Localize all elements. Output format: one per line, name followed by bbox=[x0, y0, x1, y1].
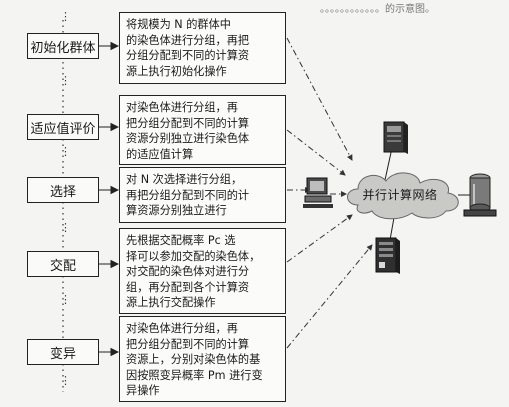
desc-line: 组，再分配到各个计算资 bbox=[126, 280, 250, 294]
desc-mutation: 对染色体进行分组，再 把分组分配到不同的计算 资源上，分别对染色体的基 因按照变… bbox=[119, 316, 286, 402]
step-fitness: 适应值评价 bbox=[27, 114, 99, 140]
desc-line: 再把分组分配到不同的计 bbox=[126, 188, 250, 202]
desc-line: 把分组分配到不同的计算 bbox=[126, 337, 250, 351]
desc-crossover: 先根据交配概率 Pc 选 择可以参加交配的染色体， 对交配的染色体对进行分 组，… bbox=[119, 228, 286, 314]
ellipsis-1: ⋮ bbox=[60, 74, 71, 87]
desc-initialize: 将规模为 N 的群体中 的染色体进行分组，再把 分组分配到不同的计算资 源上执行… bbox=[119, 12, 286, 84]
desc-selection: 对 N 次选择进行分组， 再把分组分配到不同的计 算资源分别独立进行 bbox=[119, 167, 286, 223]
desktop-computer-icon bbox=[303, 177, 333, 208]
desc-line: 算资源分别独立进行 bbox=[126, 204, 227, 218]
desc-line: 因按照变异概率 Pm 进行变 bbox=[126, 368, 263, 382]
desc-line: 把分组分配到不同的计算 bbox=[126, 116, 250, 130]
step-initialize: 初始化群体 bbox=[27, 33, 99, 59]
ellipsis-4: ⋮ bbox=[60, 293, 71, 306]
server-rack-icon bbox=[375, 237, 400, 274]
desc-line: 先根据交配概率 Pc 选 bbox=[126, 234, 236, 247]
step-crossover: 交配 bbox=[27, 251, 99, 277]
server-tower-icon bbox=[383, 121, 408, 154]
storage-cylinder-icon bbox=[463, 173, 497, 217]
network-arrows bbox=[286, 37, 373, 349]
desc-fitness: 对染色体进行分组，再 把分组分配到不同的计算 资源分别独立进行染色体 的适应值计… bbox=[119, 95, 286, 165]
step-selection: 选择 bbox=[27, 177, 99, 203]
step-mutation: 变异 bbox=[27, 339, 99, 365]
desc-line: 对染色体进行分组，再 bbox=[126, 101, 238, 114]
desc-line: 对 N 次选择进行分组， bbox=[126, 173, 243, 186]
desc-line: 分组分配到不同的计算资 bbox=[126, 49, 250, 63]
network-label: 并行计算网络 bbox=[362, 188, 438, 202]
desc-line: 对染色体进行分组，再 bbox=[126, 322, 238, 335]
desc-line: 将规模为 N 的群体中 bbox=[126, 18, 231, 31]
step-arrows bbox=[99, 41, 120, 357]
desc-line: 资源上，分别对染色体的基 bbox=[126, 353, 261, 367]
desc-line: 异操作 bbox=[126, 384, 160, 398]
desc-line: 的染色体进行分组，再把 bbox=[126, 33, 250, 47]
desc-line: 的适应值计算 bbox=[126, 147, 194, 161]
ellipsis-2: ⋮ bbox=[60, 145, 71, 158]
ellipsis-top: ⋮ bbox=[60, 10, 71, 23]
desc-line: 择可以参加交配的染色体， bbox=[126, 249, 261, 263]
desc-line: 源上执行初始化操作 bbox=[126, 64, 227, 78]
desc-line: 源上执行交配操作 bbox=[126, 296, 216, 310]
header-fragment: 。。。。。。。。。。。。的示意图。 bbox=[320, 4, 435, 15]
ellipsis-bottom: ⋮ bbox=[60, 374, 71, 387]
ellipsis-3: ⋮ bbox=[60, 221, 71, 234]
desc-line: 对交配的染色体对进行分 bbox=[126, 265, 250, 279]
desc-line: 资源分别独立进行染色体 bbox=[126, 132, 250, 146]
network-cloud-icon bbox=[347, 172, 459, 220]
